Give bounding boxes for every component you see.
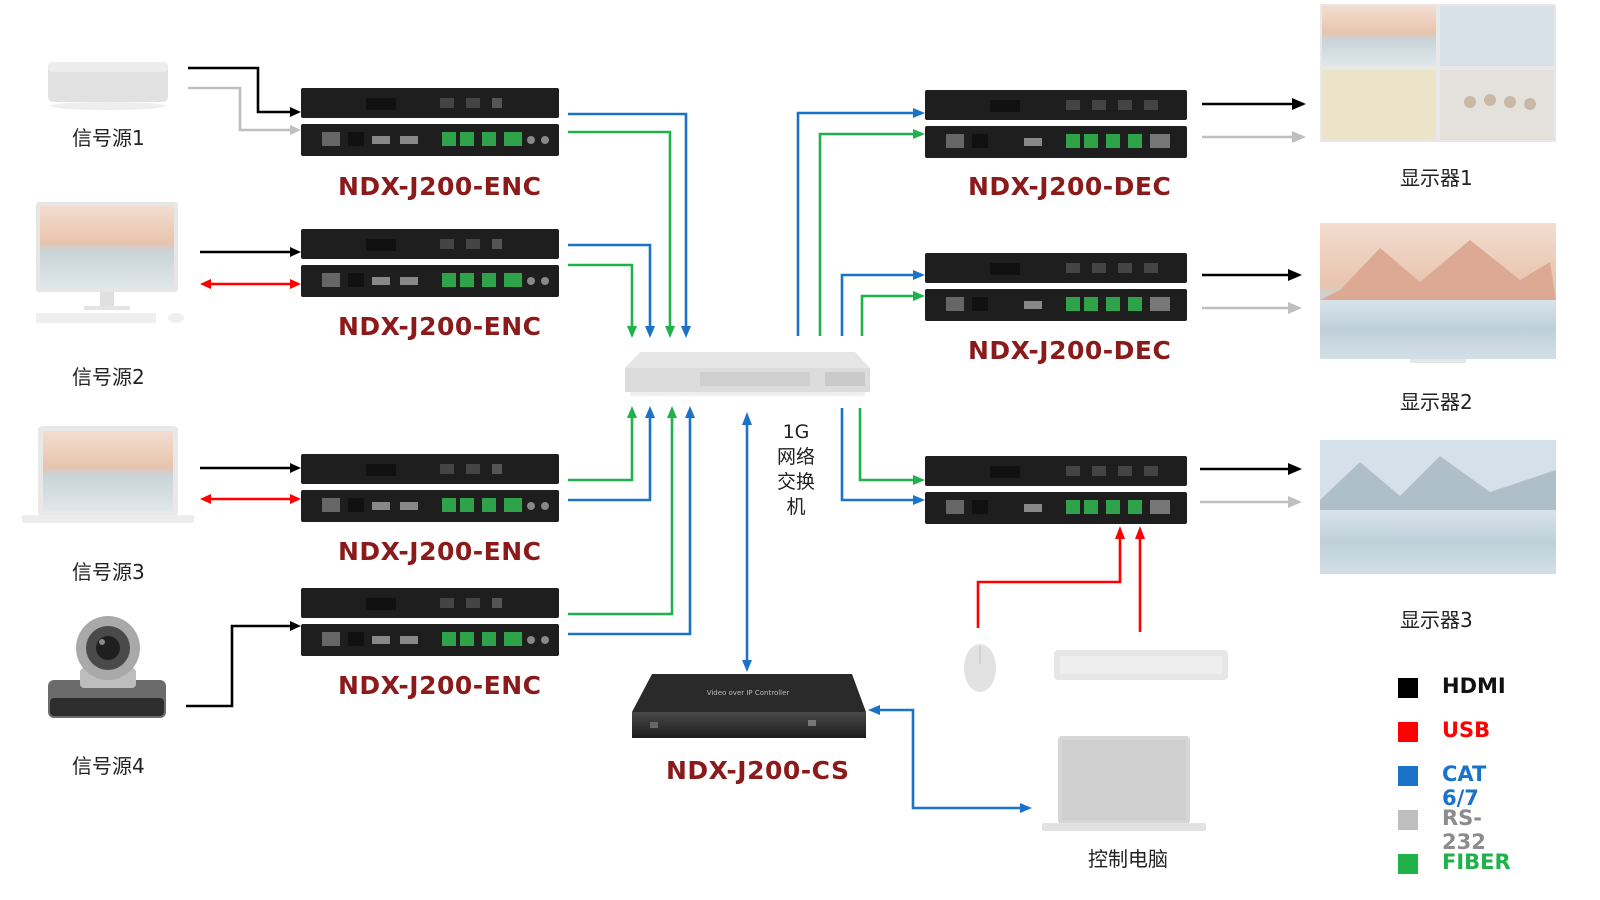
encoder-1-model: NDX-J200-ENC (338, 172, 542, 201)
legend-swatch-hdmi (1398, 678, 1418, 698)
legend-label-rs232: RS-232 (1442, 806, 1486, 854)
connections (186, 66, 1296, 810)
cat-link-enc2 (568, 243, 652, 328)
switch-label-line3: 交换 (776, 471, 815, 493)
cat-link-dec3 (840, 408, 915, 502)
display-3 (1320, 440, 1556, 574)
legend-swatch-cat (1398, 766, 1418, 786)
control-laptop (1042, 736, 1206, 831)
controller-device: Video over IP Controller (632, 674, 866, 738)
cat-link-enc4 (568, 418, 692, 636)
switch-label-line1: 1G (782, 421, 810, 443)
fiber-link-dec1 (818, 132, 915, 336)
encoder-3-device (301, 454, 559, 522)
fiber-link-dec2 (860, 294, 915, 336)
fiber-link-enc4 (568, 418, 674, 616)
legend-label-usb: USB (1442, 718, 1491, 742)
arrowheads (200, 98, 1306, 813)
display-1 (1320, 4, 1556, 142)
display-3-label: 显示器3 (1400, 608, 1473, 632)
source-2-label: 信号源2 (72, 365, 145, 389)
keyboard (1054, 650, 1228, 680)
encoder-4-device (301, 588, 559, 656)
source-3-laptop (22, 426, 194, 523)
legend-label-hdmi: HDMI (1442, 674, 1506, 698)
switch-label-line2: 网络 (776, 446, 815, 468)
mouse (964, 644, 996, 692)
encoder-1-device (301, 88, 559, 156)
encoder-3-model: NDX-J200-ENC (338, 537, 542, 566)
network-switch (625, 352, 870, 396)
source-1-device (48, 62, 168, 110)
switch-label: 1G 网络 交换 机 (764, 420, 828, 520)
legend-label-cat: CAT 6/7 (1442, 762, 1487, 810)
encoder-4-model: NDX-J200-ENC (338, 671, 542, 700)
cat-link-enc3 (568, 418, 652, 502)
legend-label-fiber: FIBER (1442, 850, 1511, 874)
source-4-ptz-camera (48, 616, 166, 718)
fiber-link-enc3 (568, 418, 634, 482)
legend-swatch-fiber (1398, 854, 1418, 874)
encoder-2-device (301, 229, 559, 297)
encoder-2-model: NDX-J200-ENC (338, 312, 542, 341)
legend-swatch-rs232 (1398, 810, 1418, 830)
source-4-label: 信号源4 (72, 754, 145, 778)
display-2 (1320, 223, 1556, 363)
display-2-label: 显示器2 (1400, 390, 1473, 414)
fiber-link-enc1 (568, 130, 672, 328)
cat-link-dec1 (796, 111, 915, 336)
controller-panel-text: Video over IP Controller (707, 689, 790, 697)
decoder-2-model: NDX-J200-DEC (968, 336, 1172, 365)
cat-link-enc1 (568, 112, 688, 328)
controller-model: NDX-J200-CS (666, 756, 850, 785)
source-2-desktop-pc (36, 202, 184, 323)
usb-link-mouse (976, 538, 1122, 628)
display-1-label: 显示器1 (1400, 166, 1473, 190)
fiber-link-dec3 (858, 408, 915, 482)
fiber-link-enc2 (568, 263, 634, 328)
decoder-1-model: NDX-J200-DEC (968, 172, 1172, 201)
control-pc-label: 控制电脑 (1088, 847, 1168, 871)
cat-link-dec2 (840, 273, 915, 336)
switch-label-line4: 机 (786, 496, 806, 518)
decoder-3-device (925, 456, 1187, 524)
source-1-label: 信号源1 (72, 126, 145, 150)
rs232-link-source1 (188, 86, 292, 132)
decoder-1-device (925, 90, 1187, 158)
hdmi-link-source4 (186, 624, 292, 708)
decoder-2-device (925, 253, 1187, 321)
source-3-label: 信号源3 (72, 560, 145, 584)
cat-link-control-pc (880, 708, 1022, 810)
hdmi-link-source1 (188, 66, 292, 114)
legend-swatch-usb (1398, 722, 1418, 742)
